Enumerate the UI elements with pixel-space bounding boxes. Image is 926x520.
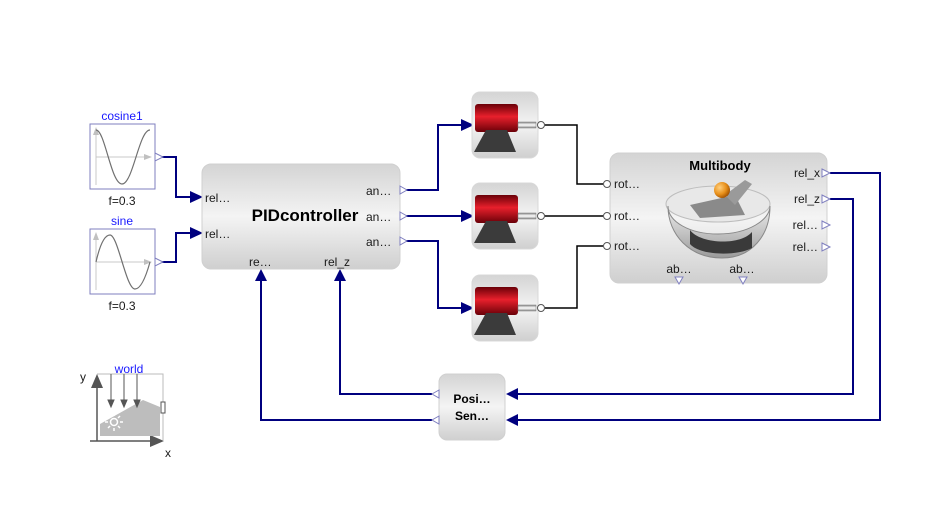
pid-controller-block[interactable]: PIDcontroller rel… rel… re… rel_z an… an… [201,163,409,270]
wire-sensor-to-pid-relx[interactable] [260,280,432,421]
sine-wave-icon [95,234,151,290]
motor-block-2[interactable] [471,182,545,250]
motor-flange-port[interactable] [537,212,545,220]
multibody-bottom-port-2[interactable] [738,276,748,286]
pid-output-label-2: an… [366,210,391,224]
cosine-output-port[interactable] [154,152,165,162]
multibody-bottom-port-1[interactable] [674,276,684,286]
arrowheads [190,119,518,426]
pid-output-label-3: an… [366,235,391,249]
motor-housing-icon [475,104,518,132]
motor-shaft-icon [517,121,537,129]
wire-cosine-to-pid[interactable] [162,156,196,198]
y-axis-arrow-icon [91,374,103,388]
pid-bottom-label-1: re… [249,255,272,269]
pid-output-port-2[interactable] [399,211,409,221]
sine-param: f=0.3 [108,299,135,313]
world-name: world [114,362,144,376]
multibody-flange-label-1: rot… [614,177,640,191]
sensor-label-line1: Posi… [453,392,490,406]
multibody-output-port-1[interactable] [821,168,832,178]
wire-motor1-to-multibody[interactable] [545,124,603,185]
world-frame-connector[interactable] [160,401,166,414]
motor-base-icon [474,130,516,152]
position-sensor-block[interactable]: Posi… Sen… [430,373,506,441]
multibody-flange-port-2[interactable] [603,212,611,220]
ground-slope-icon [100,400,160,436]
multibody-flange-label-2: rot… [614,209,640,223]
motor-housing-icon [475,195,518,223]
wire-sine-to-pid[interactable] [162,232,196,263]
sine-block[interactable]: sine f=0.3 [89,214,165,313]
multibody-output-label-1: rel_x [794,166,820,180]
sensor-output-port-2[interactable] [430,415,440,425]
motor-housing-icon [475,287,518,315]
multibody-bottom-label-2: ab… [729,262,754,276]
world-axis-y: y [80,370,86,384]
gravity-arrows-icon [107,374,141,409]
world-axis-x: x [165,446,171,460]
motor-flange-port[interactable] [537,304,545,312]
cosine-block[interactable]: cosine1 f=0.3 [89,109,165,208]
wire-sensor-to-pid-relz[interactable] [339,280,432,395]
wire-pid-to-motor1[interactable] [406,124,466,191]
multibody-bottom-label-1: ab… [666,262,691,276]
motor-flange-port[interactable] [537,121,545,129]
arrow-motor3-in [461,302,474,314]
multibody-output-label-3: rel… [793,218,818,232]
sine-name: sine [111,214,133,228]
wire-relx-to-sensor[interactable] [512,172,881,421]
multibody-output-port-3[interactable] [821,220,832,230]
multibody-block[interactable]: Multibody rot… rot… rot… rel_x rel_z rel… [603,152,832,286]
pid-input-label-2: rel… [205,227,230,241]
multibody-flange-port-3[interactable] [603,242,611,250]
wires [162,124,881,421]
motor-base-icon [474,313,516,335]
motor-base-icon [474,221,516,243]
arrow-sensor-in1 [506,388,518,400]
wire-relz-to-sensor[interactable] [512,198,854,395]
ball-icon [714,182,730,198]
sun-icon [105,413,123,431]
pid-output-port-1[interactable] [399,185,409,195]
arrow-pid-bottom-1 [255,269,267,281]
sensor-label-line2: Sen… [455,409,489,423]
cosine-name: cosine1 [101,109,143,123]
arrow-motor2-in [461,210,474,222]
arrow-pid-in1 [190,191,203,203]
cosine-param: f=0.3 [108,194,135,208]
pid-bottom-label-2: rel_z [324,255,350,269]
world-block[interactable]: world y x [80,362,171,460]
multibody-output-port-4[interactable] [821,242,832,252]
sensor-output-port-1[interactable] [430,389,440,399]
wire-motor3-to-multibody[interactable] [545,245,603,309]
multibody-output-label-4: rel… [793,240,818,254]
x-axis-arrow-icon [150,435,164,447]
pid-input-label-1: rel… [205,191,230,205]
arrow-pid-bottom-2 [334,269,346,281]
arrow-sensor-in2 [506,414,518,426]
motor-shaft-icon [517,304,537,312]
multibody-flange-label-3: rot… [614,239,640,253]
motor-block-1[interactable] [471,91,545,159]
wire-pid-to-motor3[interactable] [406,240,466,309]
motor-shaft-icon [517,212,537,220]
arrow-pid-in2 [190,227,203,239]
pid-title: PIDcontroller [252,206,359,225]
cosine-wave-icon [95,129,151,185]
multibody-flange-port-1[interactable] [603,180,611,188]
arrow-motor1-in [461,119,474,131]
pid-output-port-3[interactable] [399,236,409,246]
motor-block-3[interactable] [471,274,545,342]
multibody-mechanism-icon [665,180,771,259]
sine-output-port[interactable] [154,257,165,267]
pid-output-label-1: an… [366,184,391,198]
multibody-output-label-2: rel_z [794,192,820,206]
multibody-title: Multibody [689,158,751,173]
multibody-output-port-2[interactable] [821,194,832,204]
